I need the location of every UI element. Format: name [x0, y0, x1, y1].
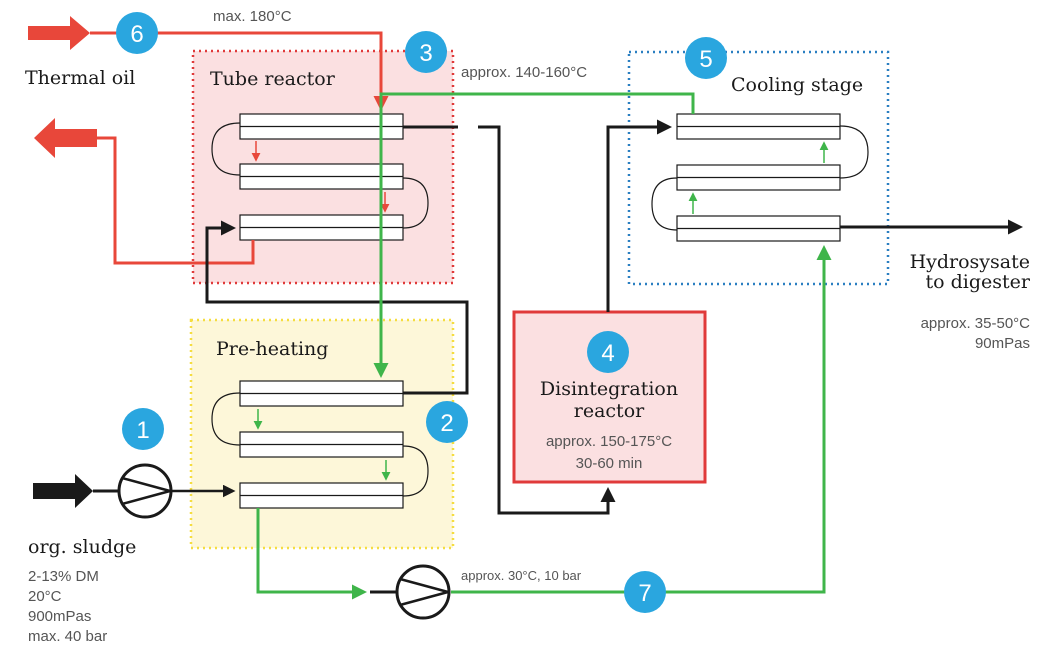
- svg-text:6: 6: [130, 21, 143, 48]
- svg-text:7: 7: [638, 580, 651, 607]
- output-label-line2: to digester: [926, 271, 1031, 293]
- disintegration-to-cooling-line: [606, 119, 672, 312]
- tube-reactor-title: Tube reactor: [210, 68, 336, 90]
- thermal-oil-inlet-arrow: [28, 16, 90, 50]
- thermal-oil-return-arrow: [34, 118, 97, 158]
- sludge-dm: 2-13% DM: [28, 568, 99, 585]
- sludge-pressure: max. 40 bar: [28, 628, 107, 645]
- thermal-oil-return-line: [97, 136, 255, 265]
- preheat-to-pump-line: [256, 508, 367, 600]
- output-viscosity: 90mPas: [975, 335, 1030, 352]
- approx-140-label: approx. 140-160°C: [461, 64, 587, 81]
- output-label-line1: Hydrosysate: [910, 251, 1030, 273]
- preheating-exchanger: [211, 380, 429, 509]
- org-sludge-label: org. sludge: [28, 536, 136, 558]
- max-temp-label: max. 180°C: [213, 8, 292, 25]
- svg-text:5: 5: [699, 46, 712, 73]
- disintegration-title-line2: reactor: [574, 400, 645, 422]
- disintegration-time: 30-60 min: [576, 455, 643, 472]
- preheat-to-tube-line: [205, 220, 469, 395]
- output-temp: approx. 35-50°C: [921, 315, 1031, 332]
- cooling-return-line: [373, 92, 695, 378]
- badge-7: 7: [624, 571, 666, 613]
- svg-text:4: 4: [601, 340, 614, 367]
- sludge-inlet-arrow: [33, 474, 93, 508]
- sludge-temp: 20°C: [28, 588, 62, 605]
- preheating-title: Pre-heating: [216, 338, 328, 360]
- water-pump-icon: [395, 564, 451, 620]
- badge-4: 4: [587, 331, 629, 373]
- cooling-stage-title: Cooling stage: [731, 74, 863, 96]
- badge-5: 5: [685, 37, 727, 79]
- cooling-exchanger: [651, 113, 869, 242]
- disintegration-temp: approx. 150-175°C: [546, 433, 672, 450]
- cooling-stage-zone: [627, 50, 890, 286]
- tube-reactor-exchanger: [211, 113, 429, 241]
- pump-to-cooling-line: [451, 245, 832, 594]
- svg-text:2: 2: [440, 410, 453, 437]
- tube-to-disintegration-line: [403, 125, 608, 515]
- sludge-pump-icon: [117, 463, 173, 519]
- badge-3: 3: [405, 31, 447, 73]
- svg-text:3: 3: [419, 40, 432, 67]
- badge-2: 2: [426, 401, 468, 443]
- badge-6: 6: [116, 12, 158, 54]
- badge-1: 1: [122, 408, 164, 450]
- thermal-oil-supply-line: [90, 31, 389, 111]
- sludge-viscosity: 900mPas: [28, 608, 91, 625]
- thermal-oil-label: Thermal oil: [25, 67, 135, 89]
- svg-text:1: 1: [136, 417, 149, 444]
- disintegration-title-line1: Disintegration: [540, 378, 678, 400]
- pump2-label: approx. 30°C, 10 bar: [461, 568, 582, 583]
